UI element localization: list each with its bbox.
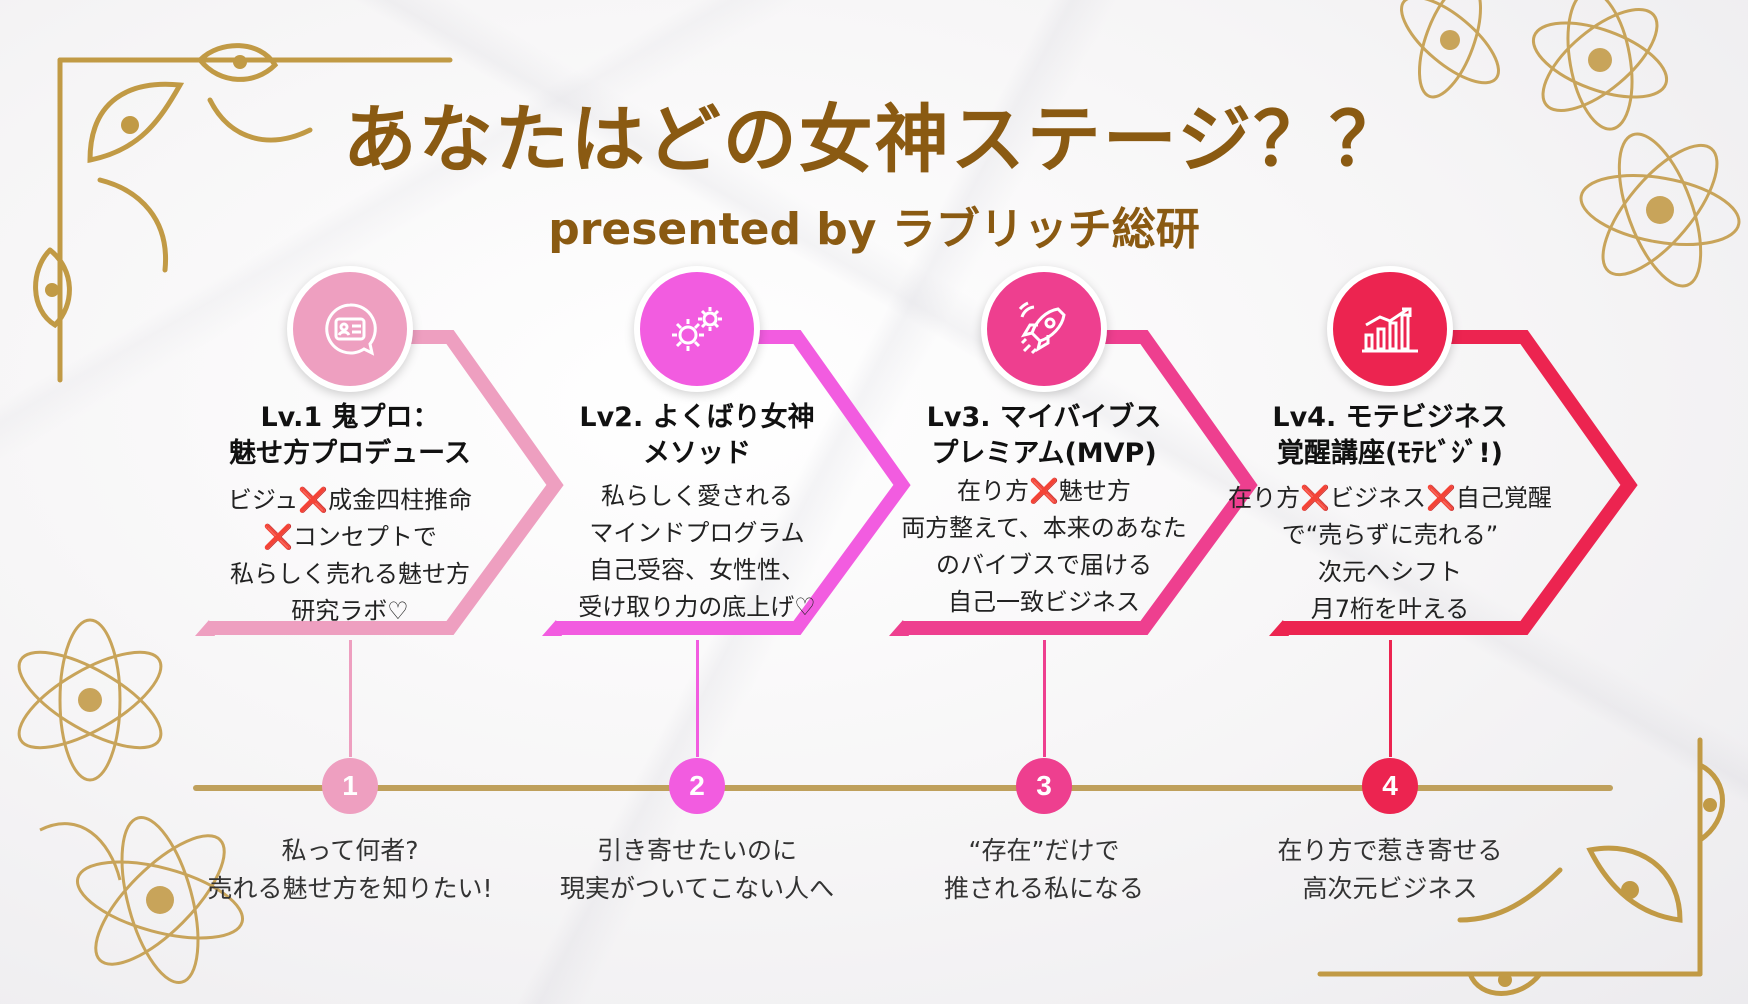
stage-arrow-outline [903,330,1258,635]
stage-title-line: 魅せ方プロデュース [229,438,471,469]
stage-arrow-outline [556,330,911,635]
stage-title-3: Lv3. マイバイブスプレミアム(MVP) [879,400,1209,472]
stage-caption-line: 売れる魅せ方を知りたい! [207,874,493,903]
stage-connector-2 [696,640,699,757]
timeline-node-2: 2 [669,758,725,814]
stage-arrow-1 [195,330,564,636]
stage-description-line: 月7桁を叶える [1310,595,1470,623]
stage-description-line: 在り方❌魅せ方 [957,477,1131,505]
stage-title-line: Lv4. モテビジネス [1272,402,1508,433]
stage-description-line: 在り方❌ビジネス❌自己覚醒 [1228,484,1552,512]
stage-title-line: Lv3. マイバイブス [926,402,1162,433]
stage-description-line: ビジュ❌成金四柱推命 [227,486,473,514]
gears-icon [634,266,760,392]
stage-description-line: ❌コンセプトで [263,523,437,551]
stage-connector-1 [349,640,352,757]
stage-arrow-tail [1269,620,1289,636]
stage-arrow-outline [209,330,564,635]
stage-description-line: 私らしく売れる魅せ方 [230,560,470,588]
stage-caption-line: 現実がついてこない人へ [559,874,835,903]
stage-caption-2: 引き寄せたいのに現実がついてこない人へ [507,832,887,908]
stage-caption-line: 在り方で惹き寄せる [1277,836,1503,865]
stage-caption-line: “存在”だけで [968,836,1120,865]
timeline-line [193,785,1613,791]
stage-description-line: のバイブスで届ける [936,551,1152,579]
stage-description-4: 在り方❌ビジネス❌自己覚醒で“売らずに売れる” 次元へシフト月7桁を叶える [1220,480,1560,628]
stage-title-line: 覚醒講座(ﾓﾃﾋﾞｼﾞ!) [1277,438,1503,469]
rocket-icon [981,266,1107,392]
stage-caption-line: 推される私になる [943,874,1144,903]
stage-description-line: 研究ラボ♡ [291,597,409,625]
timeline-node-3: 3 [1016,758,1072,814]
stage-description-1: ビジュ❌成金四柱推命 ❌コンセプトで私らしく売れる魅せ方研究ラボ♡ [180,482,520,630]
stage-title-line: Lv2. よくばり女神 [579,402,815,433]
stage-caption-line: 引き寄せたいのに [596,836,797,865]
timeline-node-4: 4 [1362,758,1418,814]
stage-arrow-tail [195,620,215,636]
stage-title-line: プレミアム(MVP) [931,438,1157,469]
stage-title-4: Lv4. モテビジネス覚醒講座(ﾓﾃﾋﾞｼﾞ!) [1225,400,1555,472]
stage-title-line: メソッド [643,438,751,469]
stage-title-line: Lv.1 鬼プロ： [260,402,440,433]
stage-caption-line: 私って何者? [281,836,419,865]
page-subtitle: presented by ラブリッチ総研 [548,204,1200,255]
stage-arrow-2 [542,330,911,636]
stage-arrow-tail [542,620,562,636]
stage-description-2: 私らしく愛されるマインドプログラム自己受容、女性性、受け取り力の底上げ♡ [527,478,867,626]
stage-arrow-tail [889,620,909,636]
stage-caption-line: 高次元ビジネス [1302,874,1478,903]
stage-arrow-4 [1269,330,1638,636]
stage-connector-3 [1043,640,1046,757]
stage-description-line: 両方整えて、本来のあなた [901,514,1187,542]
stage-title-1: Lv.1 鬼プロ： 魅せ方プロデュース [185,400,515,472]
stage-caption-4: 在り方で惹き寄せる高次元ビジネス [1200,832,1580,908]
id-card-chat-icon [287,266,413,392]
stage-description-line: で“売らずに売れる” [1281,521,1499,549]
stage-arrow-3 [889,330,1258,636]
stage-description-line: 自己受容、女性性、 [589,556,805,584]
page-title: あなたはどの女神ステージ？？ [342,97,1406,183]
stage-description-line: 自己一致ビジネス [948,588,1140,616]
stage-connector-4 [1389,640,1392,757]
stage-description-3: 在り方❌魅せ方両方整えて、本来のあなたのバイブスで届ける自己一致ビジネス [874,473,1214,621]
stage-description-line: 次元へシフト [1318,558,1462,586]
timeline-node-1: 1 [322,758,378,814]
stage-caption-1: 私って何者? 売れる魅せ方を知りたい! [160,832,540,908]
stage-description-line: 私らしく愛される [601,482,793,510]
stage-title-2: Lv2. よくばり女神メソッド [532,400,862,472]
stage-description-line: マインドプログラム [589,519,805,547]
stage-caption-3: “存在”だけで推される私になる [854,832,1234,908]
stage-arrow-outline [1283,330,1638,635]
growth-chart-icon [1327,266,1453,392]
stage-description-line: 受け取り力の底上げ♡ [578,593,816,621]
